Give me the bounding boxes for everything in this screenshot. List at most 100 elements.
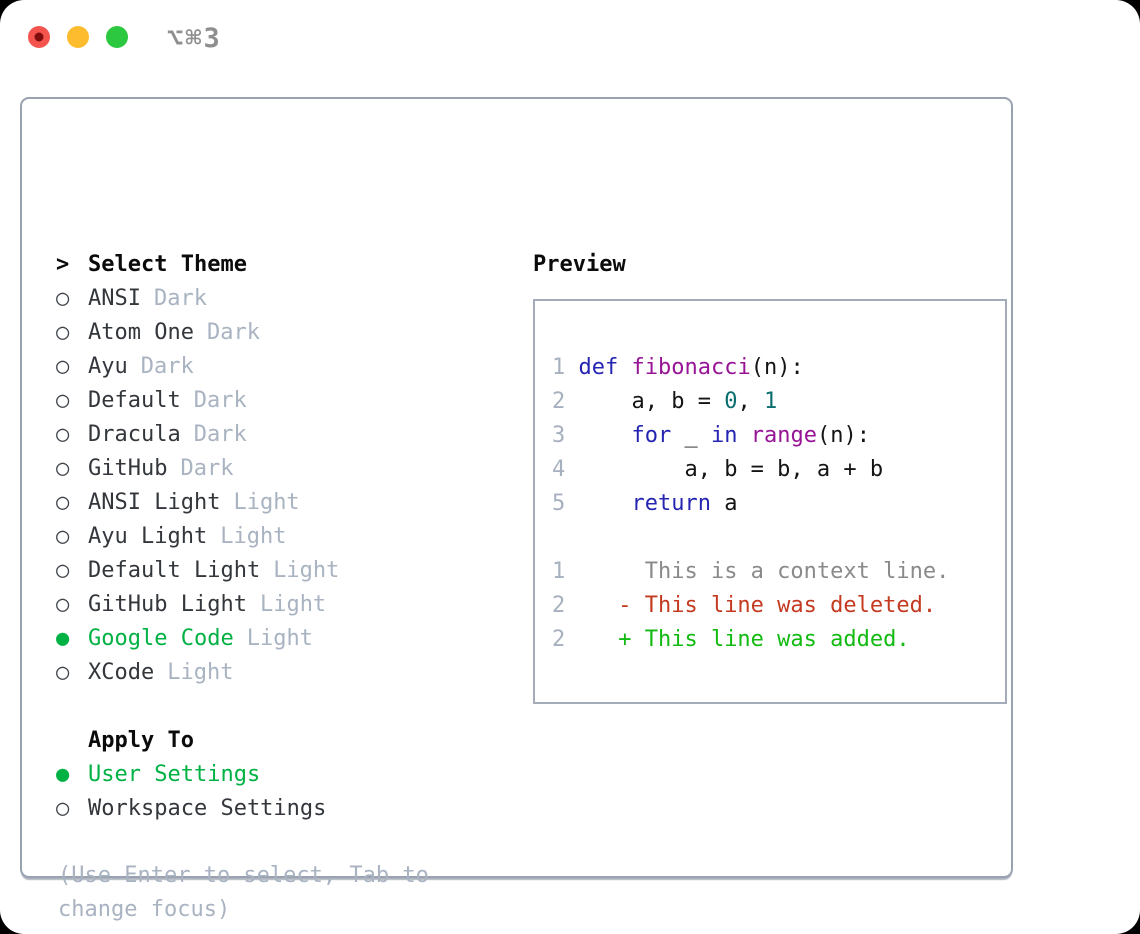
code-segment-ln: 1 xyxy=(552,355,579,380)
diff-line: 2 - This line was deleted. xyxy=(552,589,1005,623)
theme-item-google-code[interactable]: ● Google Code Light xyxy=(56,621,339,655)
preview-title: Preview xyxy=(533,251,626,277)
code-line: 3 for _ in range(n): xyxy=(552,419,1005,453)
code-segment-ln: 4 xyxy=(552,457,579,482)
zoom-button[interactable] xyxy=(106,26,128,48)
theme-item-label: Dracula xyxy=(88,421,181,447)
code-segment-pl xyxy=(618,355,631,380)
radio-unselected-icon: ○ xyxy=(56,319,70,345)
code-segment-kw: for xyxy=(631,423,672,448)
theme-variant-badge: Light xyxy=(259,591,327,617)
code-segment-fn: range xyxy=(750,423,817,448)
radio-selected-icon: ● xyxy=(56,761,70,787)
theme-variant-badge: Light xyxy=(167,659,234,685)
code-segment-ln: 1 xyxy=(552,559,566,584)
theme-variant-badge: Dark xyxy=(180,455,234,481)
code-segment-pl: _ xyxy=(671,423,711,448)
code-segment-lit: 0 xyxy=(724,389,738,414)
code-segment-pl: a xyxy=(710,491,738,516)
code-line: 2 a, b = 0, 1 xyxy=(552,385,1005,419)
window-title: ⌥⌘3 xyxy=(167,23,222,54)
code-segment-fn: fibonacci xyxy=(631,355,751,380)
theme-variant-badge: Light xyxy=(273,557,340,583)
theme-item-atom-one[interactable]: ○ Atom One Dark xyxy=(56,315,339,349)
theme-item-default[interactable]: ○ Default Dark xyxy=(56,383,339,417)
code-segment-ln: 2 xyxy=(552,627,566,652)
radio-unselected-icon: ○ xyxy=(56,659,70,685)
code-segment-ctx: This is a context line. xyxy=(565,559,950,584)
code-segment-pl xyxy=(737,423,750,448)
code-segment-pl: a, b = b, a + b xyxy=(578,457,884,482)
theme-item-xcode[interactable]: ○ XCode Light xyxy=(56,655,339,689)
code-segment-lit: 1 xyxy=(763,389,778,414)
apply-to-header: Apply To xyxy=(56,723,326,757)
theme-variant-badge: Dark xyxy=(193,421,247,447)
theme-item-label: Atom One xyxy=(88,319,194,345)
diff-line: 2 + This line was added. xyxy=(552,623,1005,657)
minimize-button[interactable] xyxy=(67,26,89,48)
code-segment-kw: def xyxy=(578,355,619,380)
apply-option-user-settings[interactable]: ● User Settings xyxy=(56,757,326,791)
radio-unselected-icon: ○ xyxy=(56,387,70,413)
theme-item-label: GitHub xyxy=(88,455,168,481)
code-segment-ln: 5 xyxy=(552,491,579,516)
code-segment-kw: return xyxy=(631,491,711,516)
theme-item-label: ANSI Light xyxy=(88,489,221,515)
theme-list-title: Select Theme xyxy=(88,251,247,277)
code-segment-ln: 2 xyxy=(552,389,579,414)
theme-variant-badge: Light xyxy=(220,523,287,549)
theme-item-label: Default Light xyxy=(88,557,261,583)
code-segment-add: + This line was added. xyxy=(565,627,910,652)
theme-variant-badge: Dark xyxy=(193,387,247,413)
theme-item-label: Google Code xyxy=(88,625,234,651)
theme-item-ayu-light[interactable]: ○ Ayu Light Light xyxy=(56,519,339,553)
theme-item-label: ANSI xyxy=(88,285,141,311)
theme-item-default-light[interactable]: ○ Default Light Light xyxy=(56,553,339,587)
apply-to-title: Apply To xyxy=(88,727,194,753)
theme-variant-badge: Dark xyxy=(140,353,194,379)
code-segment-pl: a, b = xyxy=(578,389,725,414)
theme-variant-badge: Light xyxy=(246,625,313,651)
code-segment-del: - This line was deleted. xyxy=(565,593,937,618)
unsaved-dot-icon xyxy=(34,32,44,42)
radio-unselected-icon: ○ xyxy=(56,523,70,549)
code-segment-pl: (n): xyxy=(816,423,870,448)
close-button[interactable] xyxy=(28,26,50,48)
diff-line: 1 This is a context line. xyxy=(552,555,1005,589)
apply-to-section: Apply To ● User Settings ○Workspace Settin… xyxy=(56,723,326,825)
theme-item-label: XCode xyxy=(88,659,155,685)
radio-unselected-icon: ○ xyxy=(56,353,70,379)
code-segment-pl xyxy=(579,491,632,516)
code-segment-ln: 2 xyxy=(552,593,566,618)
apply-option-workspace-settings[interactable]: ○Workspace Settings xyxy=(56,791,326,825)
code-segment-pl: (n): xyxy=(750,355,804,380)
radio-unselected-icon: ○ xyxy=(56,455,70,481)
theme-list-header: > Select Theme xyxy=(56,247,339,281)
code-line xyxy=(552,521,1005,555)
code-segment-pl xyxy=(579,423,632,448)
theme-item-label: Default xyxy=(88,387,181,413)
code-segment-ln: 3 xyxy=(552,423,579,448)
theme-variant-badge: Dark xyxy=(206,319,260,345)
code-line: 5 return a xyxy=(552,487,1005,521)
code-line: 1 def fibonacci(n): xyxy=(552,351,1005,385)
theme-item-github[interactable]: ○ GitHub Dark xyxy=(56,451,339,485)
radio-unselected-icon: ○ xyxy=(56,285,70,311)
apply-option-label: Workspace Settings xyxy=(88,795,327,821)
code-line: 4 a, b = b, a + b xyxy=(552,453,1005,487)
radio-unselected-icon: ○ xyxy=(56,557,70,583)
theme-item-label: Ayu Light xyxy=(88,523,208,549)
apply-option-label: User Settings xyxy=(88,761,261,787)
theme-item-label: GitHub Light xyxy=(88,591,247,617)
radio-selected-icon: ● xyxy=(56,625,70,651)
